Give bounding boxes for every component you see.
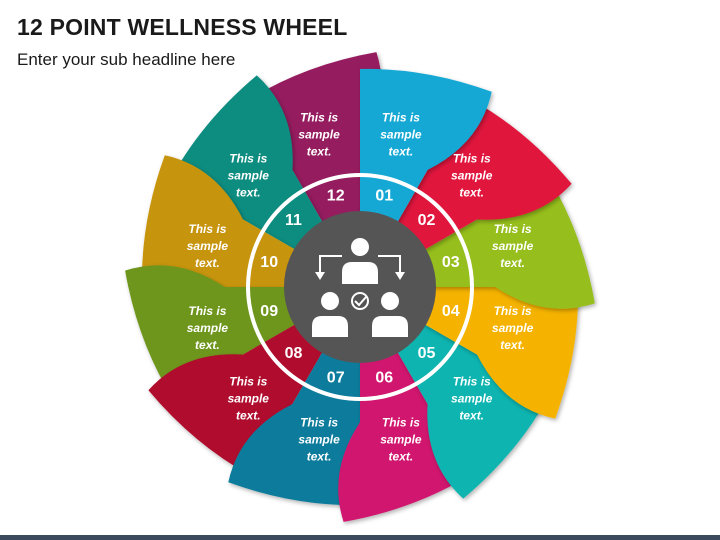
page-title: 12 POINT WELLNESS WHEEL	[17, 14, 348, 40]
bottom-bar	[0, 535, 720, 540]
segment-number-06: 06	[375, 369, 393, 386]
center-ring	[246, 173, 474, 401]
segment-01	[360, 68, 492, 227]
segment-number-07: 07	[327, 369, 345, 386]
segment-05	[395, 322, 549, 499]
segment-number-04: 04	[442, 303, 460, 320]
segment-number-02: 02	[418, 212, 436, 229]
segment-10	[141, 155, 300, 287]
segment-number-11: 11	[285, 212, 302, 229]
segment-06	[338, 347, 469, 522]
segment-02	[395, 98, 572, 252]
team-workflow-icon	[312, 238, 408, 337]
segment-07	[228, 347, 360, 506]
center-hub	[284, 211, 436, 363]
segment-number-08: 08	[285, 345, 303, 362]
numbers-layer: 01 02 03 04 05 06 07 08 09 10 11 12	[260, 188, 459, 387]
segment-03	[420, 178, 595, 309]
segment-number-01: 01	[375, 188, 393, 205]
segment-number-12: 12	[327, 188, 345, 205]
segment-09	[125, 265, 300, 396]
segment-number-10: 10	[260, 254, 278, 271]
segment-number-05: 05	[418, 345, 436, 362]
segment-04	[420, 287, 579, 419]
segment-08	[148, 322, 325, 476]
segment-12	[251, 52, 382, 227]
segment-number-03: 03	[442, 254, 460, 271]
page-subtitle: Enter your sub headline here	[17, 50, 236, 69]
segment-11	[171, 75, 325, 253]
segment-number-09: 09	[260, 303, 278, 320]
